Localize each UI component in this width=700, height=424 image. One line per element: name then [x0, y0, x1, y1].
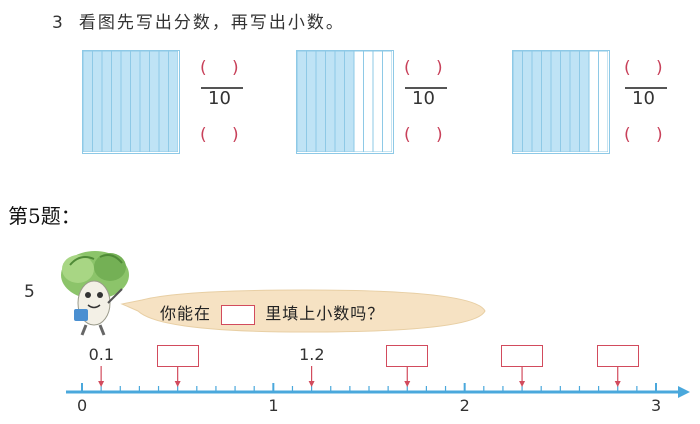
- fraction-grid-2: [296, 50, 394, 154]
- fraction-grid-1: [82, 50, 180, 154]
- denominator-3: 10: [632, 88, 655, 109]
- speech-part-2: 里填上小数吗？: [265, 304, 385, 323]
- integer-label: 1: [268, 396, 279, 415]
- decimal-blank-3[interactable]: ( ): [624, 125, 673, 145]
- answer-arrow-head-icon: [174, 381, 181, 387]
- answer-box[interactable]: [596, 345, 639, 367]
- fraction-bar-1: [201, 87, 243, 89]
- decimal-blank-2[interactable]: ( ): [404, 125, 453, 145]
- decimal-blank-1[interactable]: ( ): [200, 125, 249, 145]
- known-value-arrow-head-icon: [98, 381, 105, 387]
- denominator-1: 10: [208, 88, 231, 109]
- numerator-blank-1[interactable]: ( ): [200, 58, 249, 78]
- section-label: 第5题：: [8, 204, 81, 228]
- grid-column: [382, 51, 392, 152]
- question-3-number: 3: [52, 13, 65, 33]
- speech-bubble: [120, 289, 486, 333]
- answer-box[interactable]: [386, 345, 429, 367]
- known-value-label: 1.2: [299, 345, 325, 364]
- answer-arrow-head-icon: [614, 381, 621, 387]
- answer-box[interactable]: [156, 345, 199, 367]
- answer-arrow-head-icon: [519, 381, 526, 387]
- integer-label: 2: [459, 396, 470, 415]
- grid-column: [598, 51, 608, 152]
- speech-bubble-text: 你能在 里填上小数吗？: [160, 300, 384, 325]
- known-value-label: 0.1: [88, 345, 115, 364]
- axis-arrow-icon: [678, 386, 690, 398]
- answer-arrow-head-icon: [404, 381, 411, 387]
- integer-label: 0: [77, 396, 88, 415]
- question-5-number: 5: [24, 282, 35, 302]
- fraction-grid-3: [512, 50, 610, 154]
- fraction-bar-2: [405, 87, 447, 89]
- grid-column: [168, 51, 178, 152]
- numerator-blank-2[interactable]: ( ): [404, 58, 453, 78]
- speech-inline-box: [221, 304, 256, 325]
- fraction-bar-3: [625, 87, 667, 89]
- known-value-arrow-head-icon: [308, 381, 315, 387]
- speech-part-1: 你能在: [160, 304, 212, 323]
- question-3-instruction: 看图先写出分数，再写出小数。: [78, 13, 345, 33]
- integer-label: 3: [651, 396, 662, 415]
- cabbage-mascot-icon: [61, 251, 129, 336]
- denominator-2: 10: [412, 88, 435, 109]
- question-3-heading: 3 看图先写出分数，再写出小数。: [52, 8, 345, 33]
- numerator-blank-3[interactable]: ( ): [624, 58, 673, 78]
- answer-box[interactable]: [501, 345, 544, 367]
